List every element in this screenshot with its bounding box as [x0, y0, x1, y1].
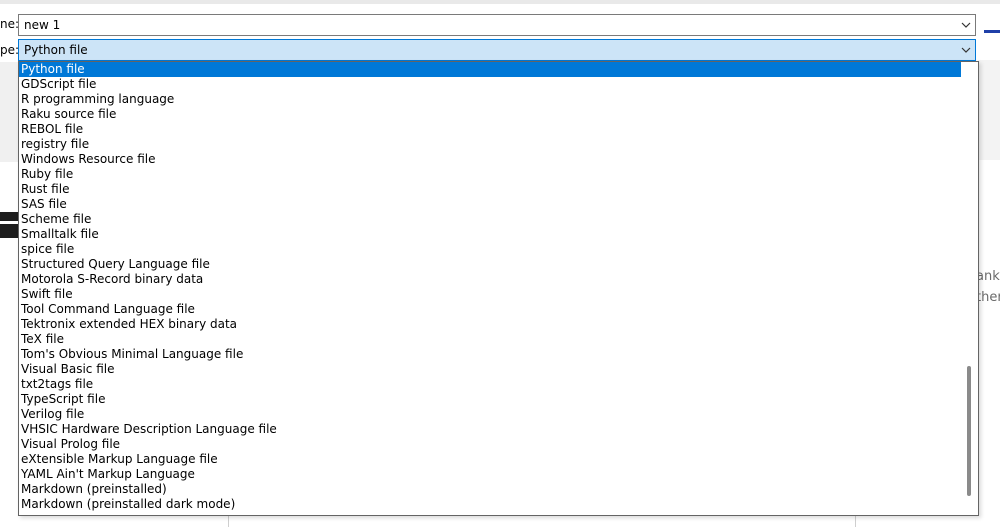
list-item[interactable]: R programming language: [21, 92, 175, 106]
background-accent-line: [984, 30, 1000, 33]
list-item[interactable]: Swift file: [21, 287, 73, 301]
list-item[interactable]: Visual Basic file: [21, 362, 115, 376]
list-item[interactable]: Verilog file: [21, 407, 85, 421]
list-item[interactable]: GDScript file: [21, 77, 97, 91]
list-item[interactable]: Motorola S-Record binary data: [21, 272, 204, 286]
list-item[interactable]: Visual Prolog file: [21, 437, 121, 451]
list-item[interactable]: Ruby file: [21, 167, 74, 181]
list-item[interactable]: TeX file: [21, 332, 64, 346]
list-item[interactable]: Python file: [19, 62, 961, 77]
background-title-bar: [0, 0, 1000, 4]
list-item[interactable]: Tektronix extended HEX binary data: [21, 317, 238, 331]
background-dark-strip: [0, 212, 18, 238]
background-text-2: ther: [976, 290, 1000, 305]
list-item[interactable]: YAML Ain't Markup Language: [21, 467, 195, 481]
list-item[interactable]: Markdown (preinstalled dark mode): [21, 497, 236, 511]
file-type-combobox[interactable]: Python file: [18, 39, 976, 61]
list-item[interactable]: Scheme file: [21, 212, 92, 226]
list-item[interactable]: Smalltalk file: [21, 227, 99, 241]
file-type-value: Python file: [24, 43, 88, 57]
list-item[interactable]: Windows Resource file: [21, 152, 156, 166]
background-divider: [855, 510, 856, 527]
list-item[interactable]: Tool Command Language file: [21, 302, 195, 316]
list-item[interactable]: REBOL file: [21, 122, 84, 136]
list-item[interactable]: eXtensible Markup Language file: [21, 452, 218, 466]
scrollbar-thumb[interactable]: [967, 366, 971, 496]
list-item[interactable]: VHSIC Hardware Description Language file: [21, 422, 277, 436]
list-item[interactable]: Structured Query Language file: [21, 257, 210, 271]
list-item[interactable]: txt2tags file: [21, 377, 94, 391]
name-combobox[interactable]: new 1: [18, 14, 976, 36]
list-item[interactable]: SAS file: [21, 197, 67, 211]
background-text-1: anks: [976, 269, 1000, 284]
background-right-panel: [978, 60, 1000, 160]
list-item[interactable]: Rust file: [21, 182, 70, 196]
name-value: new 1: [24, 18, 61, 32]
dropdown-scrollbar[interactable]: [961, 62, 978, 515]
chevron-down-icon[interactable]: [957, 15, 975, 35]
list-item[interactable]: Markdown (preinstalled): [21, 482, 167, 496]
list-item[interactable]: Tom's Obvious Minimal Language file: [21, 347, 244, 361]
list-item[interactable]: registry file: [21, 137, 90, 151]
list-item[interactable]: TypeScript file: [21, 392, 106, 406]
background-divider: [228, 510, 229, 527]
chevron-down-icon[interactable]: [957, 40, 975, 60]
list-item[interactable]: Raku source file: [21, 107, 117, 121]
name-label: ne:: [0, 17, 20, 31]
type-label: pe:: [0, 43, 20, 57]
list-item[interactable]: spice file: [21, 242, 75, 256]
background-left-panel: [0, 62, 19, 162]
